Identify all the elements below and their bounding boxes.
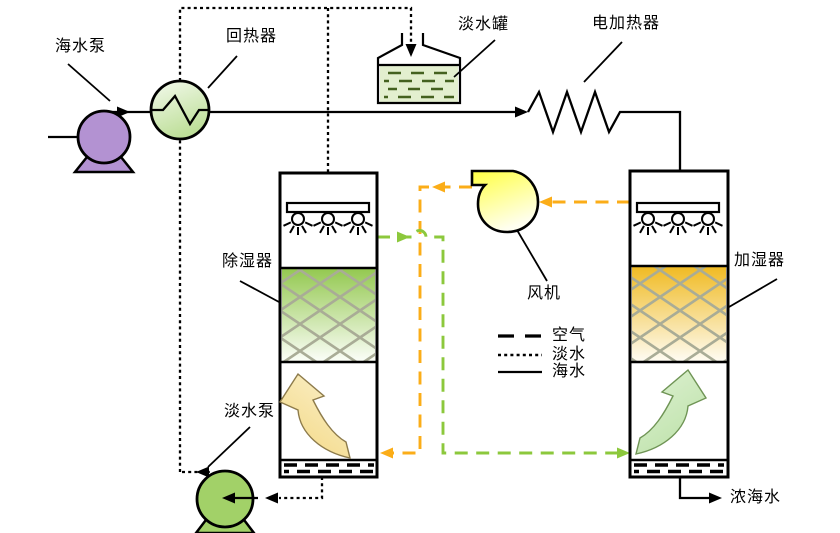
legend-line-samples [498,334,542,374]
humidifier-sprayer-bar [635,201,721,214]
label-freshwater-pump: 淡水泵 [224,403,276,420]
arrow-air-out-dehumidifier-icon [397,231,410,243]
fan-icon [470,169,540,234]
label-fan: 风机 [527,285,562,302]
recuperator-zigzag [151,93,209,127]
legend-label-air: 空气 [552,327,587,344]
dehumidifier-column [278,171,379,479]
arrow-air-into-fan-icon [539,196,552,208]
dehumidifier-sump-to-pump-line [279,477,324,500]
label-brine-outlet: 浓海水 [730,489,782,506]
arrow-brine-out-icon [709,492,722,504]
electric-heater-coil [526,88,682,203]
arrow-air-into-humidifier-icon [617,447,630,459]
fan-to-dehumidifier-line [389,185,472,455]
label-freshwater-tank: 淡水罐 [458,16,510,33]
arrow-into-riser-icon [196,466,209,478]
arrow-into-freshwater-pump-icon [265,492,278,504]
arrow-seawater-pump-out-icon [117,106,130,118]
recuperator [149,79,211,141]
humidifier-column [628,169,730,479]
dehumidifier-sump-dashes [284,463,374,474]
arrow-into-tank-icon [405,44,417,57]
legend-label-freshwater: 淡水 [552,346,587,363]
air-hot-lines [389,185,630,455]
arrow-freshwater-pump-flow-icon [222,492,235,504]
seawater-lines [48,88,711,500]
label-humidifier: 加湿器 [734,252,786,269]
label-recuperator: 回热器 [226,28,278,45]
dehumidifier-sprayer-bar [285,201,371,214]
dehumidifier-packing-hatch [282,268,375,362]
label-dehumidifier: 除湿器 [222,253,274,270]
humidifier-sump-dashes [634,463,724,474]
tank-outline [376,33,462,105]
arrow-air-from-fan-icon [432,181,445,193]
seawater-pump [72,109,136,174]
label-pointer-lines [67,39,778,468]
brine-outlet-line [678,477,711,500]
humidifier-packing-hatch [632,266,726,362]
freshwater-pump [194,469,258,533]
air-cool-lines [377,229,625,455]
arrow-into-heater-icon [515,106,528,118]
legend-label-seawater: 海水 [552,363,587,380]
arrow-air-into-dehumidifier-icon [380,447,393,459]
tank-water-dashes [384,71,454,99]
dehumidifier-to-humidifier-line [377,229,625,455]
freshwater-tank [376,33,462,105]
label-seawater-pump: 海水泵 [55,38,107,55]
seawater-pump-body [76,109,132,165]
label-electric-heater: 电加热器 [592,15,661,32]
